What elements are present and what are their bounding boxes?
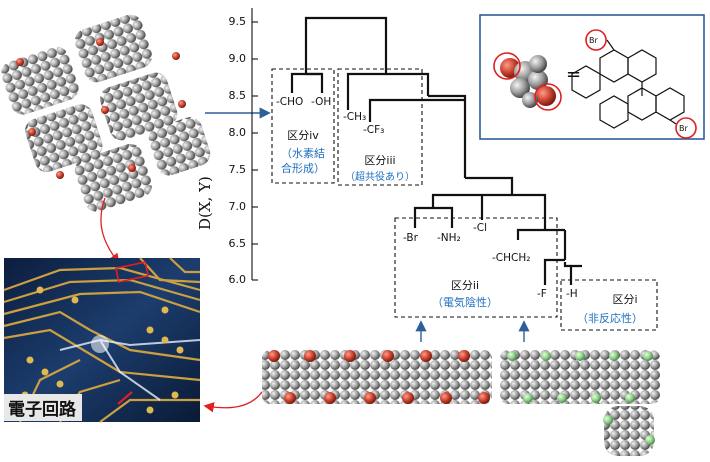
- leaf-f: -F: [537, 288, 547, 300]
- inset-br-label-bottom: Br: [679, 124, 688, 133]
- tick-label-7-5: 7.5: [228, 163, 247, 176]
- y-axis-title: D(X, Y): [196, 176, 214, 230]
- group-i-name: 区分i: [612, 293, 638, 306]
- leaf-cl: -Cl: [473, 222, 488, 234]
- y-axis: [251, 8, 258, 281]
- group-iv-box: [271, 68, 335, 184]
- group-ii-name: 区分ii: [450, 279, 480, 292]
- crystal-to-circuit-arrow: [100, 197, 120, 265]
- inset-molecule-panel: [479, 14, 705, 140]
- tick-label-6-0: 6.0: [228, 273, 247, 286]
- leaf-oh: -OH: [311, 96, 332, 108]
- group-ii-note: （電気陰性）: [432, 296, 498, 309]
- inset-equals-sign: =: [566, 64, 582, 85]
- group-iii-box: [337, 68, 423, 186]
- tick-label-9-0: 9.0: [228, 52, 247, 65]
- dendrogram: [290, 16, 582, 285]
- leaf-chch2: -CHCH₂: [492, 252, 531, 264]
- leaf-cho: -CHO: [276, 96, 304, 108]
- circuit-caption: 電子回路: [4, 394, 82, 421]
- tick-label-9-5: 9.5: [228, 15, 247, 28]
- leaf-h: -H: [566, 288, 578, 300]
- tick-label-8-0: 8.0: [228, 126, 247, 139]
- group-iv-name: 区分iv: [287, 129, 319, 142]
- group-iv-note-line1: （水素結: [281, 147, 325, 160]
- leaf-cf3: -CF₃: [363, 124, 385, 136]
- group-iii-name: 区分iii: [364, 154, 396, 167]
- chain-to-circuit-arrow: [203, 391, 263, 413]
- group-i-note: （非反応性）: [577, 312, 643, 325]
- leaf-ch3: -CH₃: [343, 111, 367, 123]
- circuit-board-image: [3, 257, 201, 423]
- leaf-br: -Br: [403, 232, 418, 244]
- group-iv-note-line2: 合形成）: [281, 162, 325, 175]
- f-molecule-chain: [500, 350, 660, 456]
- group-i-box: [560, 279, 658, 331]
- leaf-nh2: -NH₂: [437, 232, 461, 244]
- crystal-packing-image: [1, 14, 211, 212]
- inset-br-label-top: Br: [589, 36, 598, 45]
- tick-label-8-5: 8.5: [228, 89, 247, 102]
- group-ii-box: [394, 217, 558, 318]
- tick-label-6-5: 6.5: [228, 237, 247, 250]
- tick-label-7-0: 7.0: [228, 200, 247, 213]
- group-iii-note: （超共役あり）: [345, 172, 415, 183]
- br-molecule-chain: [262, 350, 492, 404]
